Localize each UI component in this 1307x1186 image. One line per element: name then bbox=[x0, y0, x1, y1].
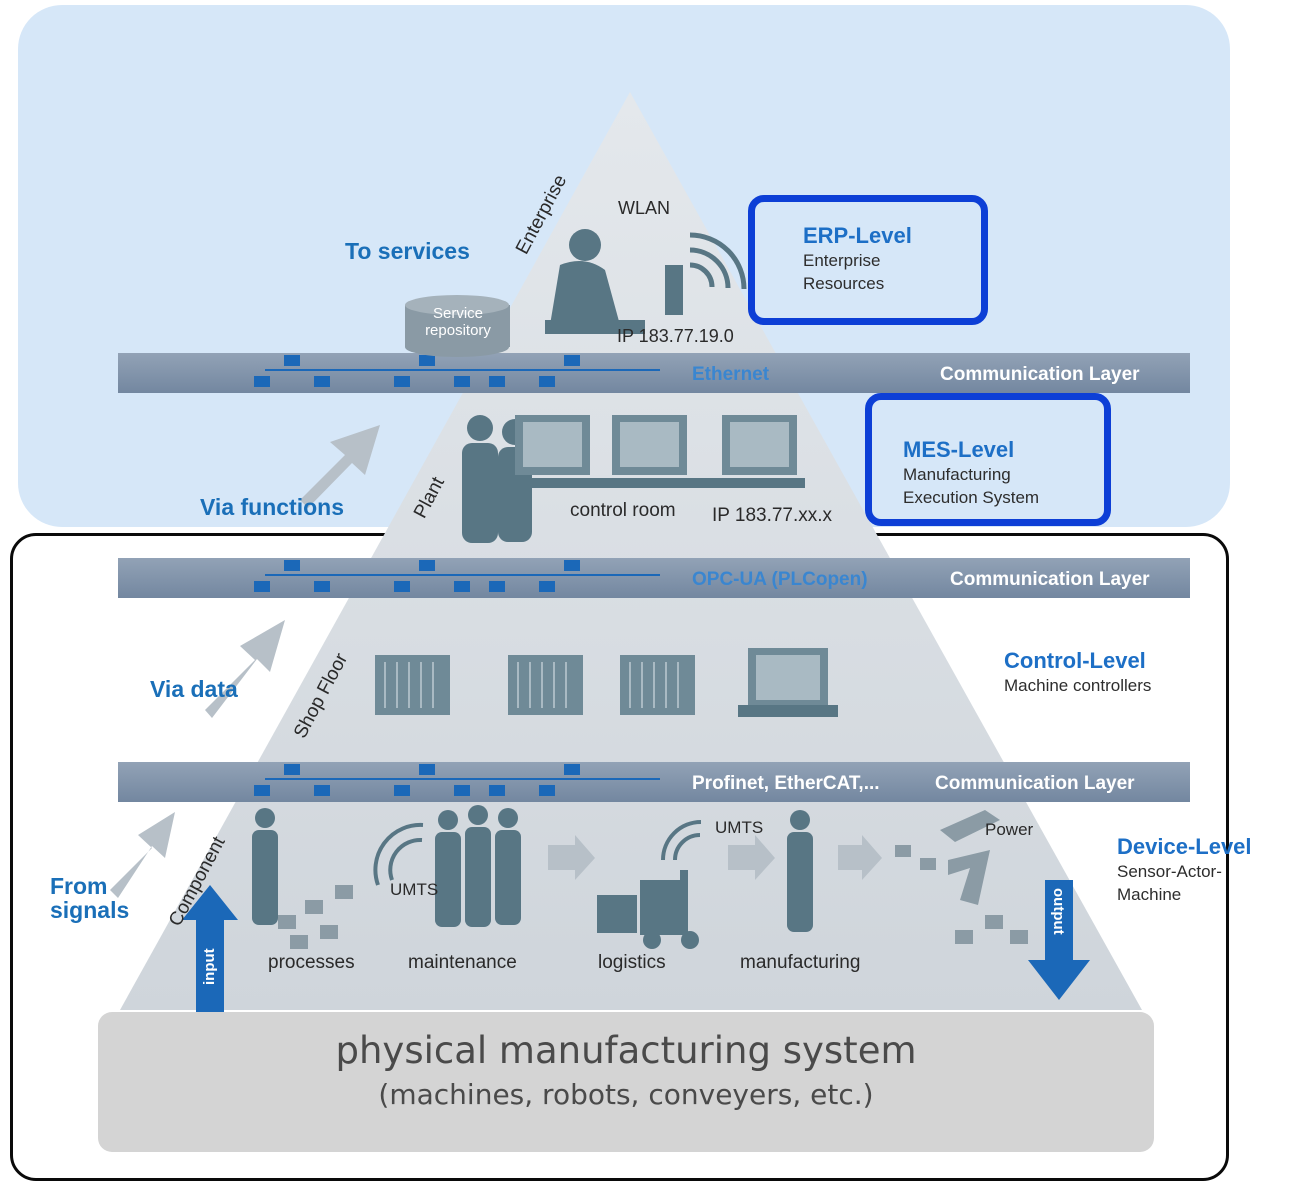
to-services-label: To services bbox=[345, 238, 470, 264]
service-repository-label: Service repository bbox=[418, 305, 498, 339]
forklift-icon bbox=[597, 870, 699, 949]
umts-label-b: UMTS bbox=[715, 818, 764, 837]
mes-level-text: MES-Level Manufacturing Execution System bbox=[903, 437, 1039, 509]
control-room-label: control room bbox=[570, 500, 676, 521]
network-nodes-profinet bbox=[254, 764, 660, 796]
mes-level-sub1: Manufacturing bbox=[903, 465, 1011, 484]
physical-system-box: physical manufacturing system (machines,… bbox=[98, 1012, 1154, 1152]
network-nodes-opc bbox=[254, 560, 660, 592]
manufacturing-label: manufacturing bbox=[740, 952, 861, 973]
level-arrows bbox=[110, 425, 380, 898]
from-signals-line2: signals bbox=[50, 897, 130, 923]
mes-level-box bbox=[865, 393, 1111, 526]
control-level-title: Control-Level bbox=[1004, 648, 1146, 673]
profinet-protocol-label: Profinet, EtherCAT,... bbox=[692, 773, 880, 794]
via-data-label: Via data bbox=[150, 676, 238, 702]
ip-plant-label: IP 183.77.xx.x bbox=[712, 505, 833, 526]
maintenance-label: maintenance bbox=[408, 952, 517, 973]
device-workers-icon bbox=[252, 805, 813, 932]
erp-level-title: ERP-Level bbox=[803, 223, 912, 248]
umts-label-a: UMTS bbox=[390, 880, 439, 899]
mes-level-sub2: Execution System bbox=[903, 488, 1040, 507]
erp-level-sub1: Enterprise bbox=[803, 251, 881, 270]
control-room-monitors-icon bbox=[505, 415, 805, 488]
from-signals-line1: From bbox=[50, 873, 108, 899]
mes-level-title: MES-Level bbox=[903, 437, 1015, 462]
processes-label: processes bbox=[268, 952, 355, 973]
control-level-sub: Machine controllers bbox=[1004, 676, 1152, 695]
wlan-label: WLAN bbox=[618, 198, 671, 218]
physical-system-title: physical manufacturing system bbox=[335, 1029, 917, 1072]
device-level-sub2: Machine bbox=[1117, 885, 1182, 904]
erp-level-text: ERP-Level Enterprise Resources bbox=[803, 223, 912, 295]
boxes-conveyor-icon bbox=[278, 845, 1028, 949]
erp-level-sub2: Resources bbox=[803, 274, 885, 293]
device-level-text: Device-Level Sensor-Actor- Machine bbox=[1117, 834, 1252, 906]
wlan-signal-icon bbox=[689, 232, 747, 290]
power-label: Power bbox=[985, 820, 1034, 839]
from-signals-label: From signals bbox=[50, 874, 129, 922]
flow-arrows-icon bbox=[548, 835, 882, 880]
output-label: output bbox=[1050, 888, 1067, 935]
office-worker-icon bbox=[545, 229, 683, 334]
ethernet-layer-label: Communication Layer bbox=[940, 364, 1140, 385]
plc-controllers-icon bbox=[375, 655, 695, 715]
profinet-layer-label: Communication Layer bbox=[935, 773, 1135, 794]
control-level-text: Control-Level Machine controllers bbox=[1004, 648, 1151, 697]
service-repository-line1: Service bbox=[432, 305, 484, 322]
input-arrow-icon bbox=[182, 885, 238, 1012]
output-arrow-icon bbox=[1028, 880, 1090, 1000]
umts-signal-icons bbox=[373, 820, 702, 886]
service-repository-icon bbox=[405, 295, 510, 357]
machine-monitor-icon bbox=[738, 648, 838, 717]
opc-ua-layer-label: Communication Layer bbox=[950, 569, 1150, 590]
network-nodes-ethernet bbox=[254, 355, 660, 387]
service-repository-line2: repository bbox=[425, 322, 491, 339]
input-label: input bbox=[201, 948, 218, 985]
device-level-title: Device-Level bbox=[1117, 834, 1252, 859]
erp-level-box bbox=[748, 195, 988, 325]
logistics-label: logistics bbox=[598, 952, 666, 973]
via-functions-label: Via functions bbox=[200, 494, 344, 520]
ethernet-protocol-label: Ethernet bbox=[692, 364, 770, 385]
device-level-sub1: Sensor-Actor- bbox=[1117, 862, 1222, 881]
opc-ua-protocol-label: OPC-UA (PLCopen) bbox=[692, 569, 868, 590]
power-zigzag-icon bbox=[940, 810, 1000, 905]
ip-enterprise-label: IP 183.77.19.0 bbox=[617, 326, 734, 346]
physical-system-subtitle: (machines, robots, conveyers, etc.) bbox=[378, 1078, 874, 1111]
